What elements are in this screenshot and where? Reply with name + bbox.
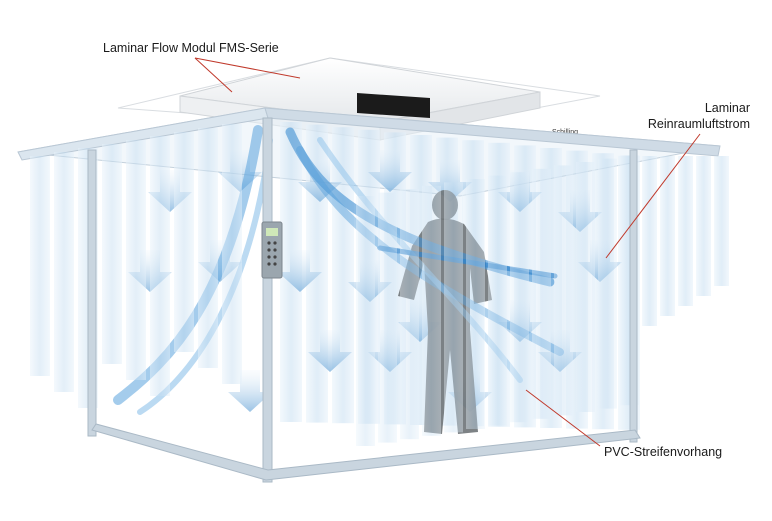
frame-posts	[87, 117, 641, 483]
curtain-strip	[30, 156, 50, 376]
curtain-strip	[510, 172, 529, 423]
module-display-panel	[357, 93, 430, 118]
curtain-strip	[54, 152, 74, 392]
curtain-strip	[400, 189, 419, 440]
control-panel-icon	[261, 221, 283, 279]
brand-badge: Schilling	[552, 129, 578, 136]
callout-label-module: Laminar Flow Modul FMS-Serie	[103, 41, 279, 55]
curtain-strip	[422, 185, 441, 436]
curtain-strip	[642, 156, 657, 326]
callout-line-module-left	[194, 57, 233, 93]
down-arrow-icon	[308, 330, 352, 372]
curtain-strip	[696, 156, 711, 296]
callout-label-airflow-line2: Reinraumluftstrom	[647, 117, 750, 131]
curtain-strip	[356, 196, 375, 446]
curtain-strip	[126, 140, 146, 380]
down-arrow-icon	[368, 150, 412, 192]
callout-line-curtain	[525, 389, 601, 447]
curtain-strip	[576, 162, 595, 412]
callout-label-airflow: Laminar Reinraumluftstrom	[640, 100, 750, 132]
curtain-strip	[678, 156, 693, 306]
curtain-strip	[554, 165, 573, 416]
curtain-strip	[488, 175, 507, 426]
curtain-strip	[714, 156, 729, 286]
down-arrow-icon	[228, 370, 272, 412]
down-arrow-icon	[278, 250, 322, 292]
curtain-strip	[198, 128, 218, 368]
callout-lines	[194, 57, 701, 447]
curtain-strip	[150, 136, 170, 396]
curtain-strip	[444, 182, 463, 433]
curtain-strip	[466, 179, 485, 429]
callout-label-airflow-line1: Laminar	[704, 101, 750, 115]
callout-line-airflow	[605, 133, 701, 259]
curtain-strip	[532, 168, 551, 419]
curtain-strip	[174, 132, 194, 352]
callout-line-module-right	[194, 57, 301, 79]
callout-label-curtain: PVC-Streifenvorhang	[604, 445, 723, 459]
curtain-strips-front	[30, 124, 729, 446]
curtain-strip	[598, 158, 617, 409]
curtain-strip	[102, 144, 122, 364]
curtain-strip	[660, 156, 675, 316]
curtain-strip	[222, 124, 242, 384]
curtain-strip	[378, 192, 397, 443]
